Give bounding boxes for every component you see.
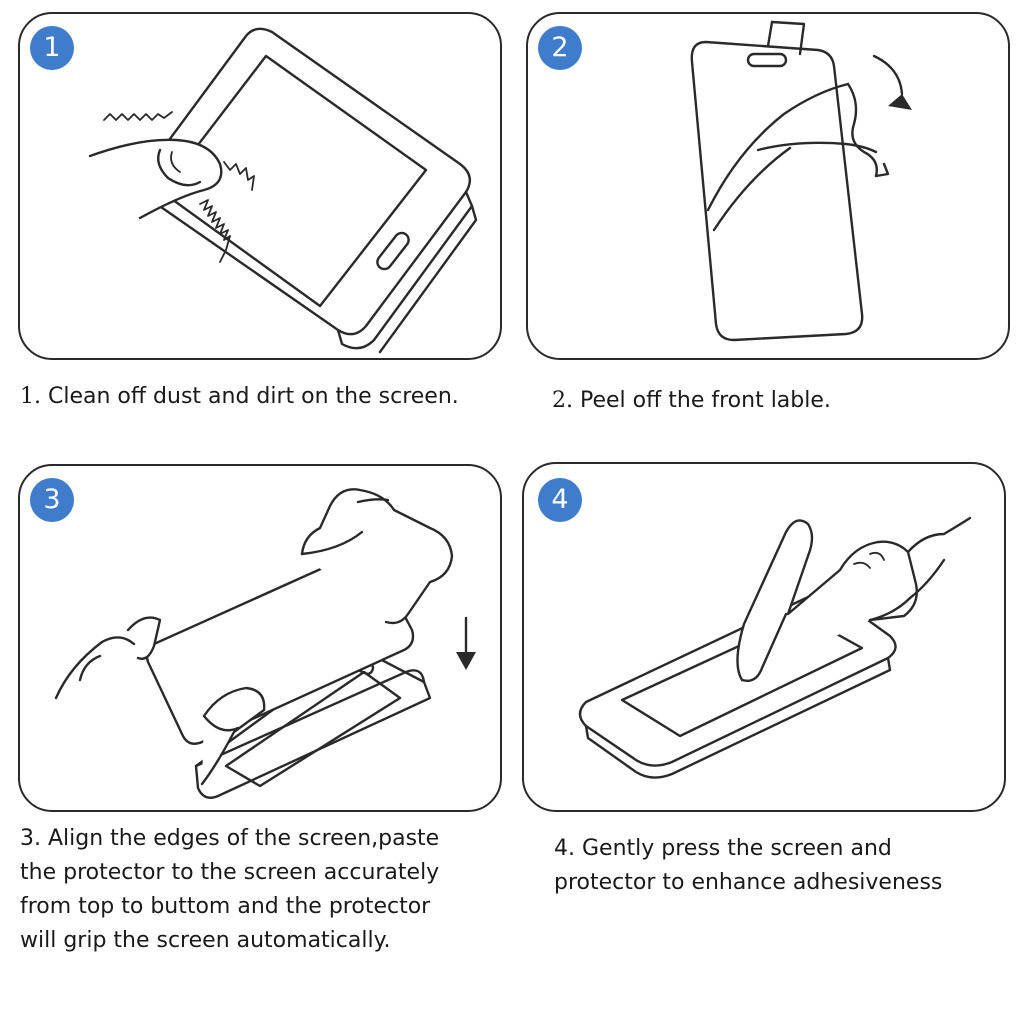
step-1-illustration (88, 27, 478, 354)
step-3-badge: 3 (30, 478, 74, 522)
step-3-caption-line-3: from top to buttom and the protector (20, 894, 431, 919)
step-2-badge: 2 (538, 26, 582, 70)
step-3-caption-line-4: will grip the screen automatically. (20, 928, 391, 953)
step-4-caption-line-2: protector to enhance adhesiveness (554, 870, 943, 895)
step-2-caption-text: Peel off the front lable. (580, 388, 831, 413)
step-1-caption-text: Clean off dust and dirt on the screen. (48, 384, 459, 409)
step-2-panel: 2 (526, 12, 1010, 360)
step-4-panel: 4 (522, 462, 1006, 812)
step-4-badge: 4 (538, 478, 582, 522)
step-2-caption-number: 2. (552, 388, 573, 413)
step-3-caption-line-2: the protector to the screen accurately (20, 860, 440, 885)
step-1-badge: 1 (30, 26, 74, 70)
step-3-panel: 3 (18, 464, 502, 812)
step-3-caption: 3. Align the edges of the screen,paste t… (20, 822, 439, 958)
step-4-caption: 4. Gently press the screen and protector… (554, 832, 942, 900)
step-4-caption-line-1: 4. Gently press the screen and (554, 836, 892, 861)
step-2-caption: 2. Peel off the front lable. (552, 384, 831, 418)
step-4-illustration (578, 516, 972, 779)
step-3-illustration (54, 488, 476, 799)
step-1-panel: 1 (18, 12, 502, 360)
step-1-caption-number: 1. (20, 384, 41, 409)
step-3-caption-line-1: 3. Align the edges of the screen,paste (20, 826, 440, 851)
step-1-caption: 1. Clean off dust and dirt on the screen… (20, 380, 459, 414)
step-2-illustration (690, 20, 912, 342)
